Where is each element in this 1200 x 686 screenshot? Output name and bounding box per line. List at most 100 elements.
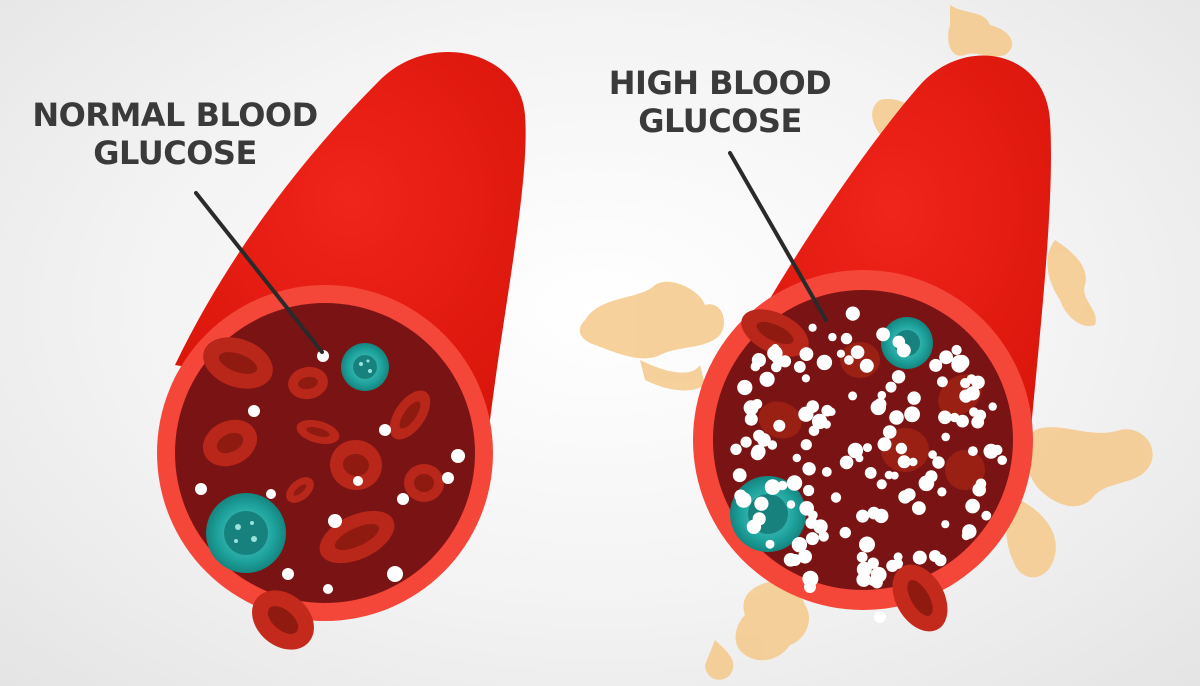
glucose-particle [904,410,915,420]
glucose-particle [962,524,977,539]
red-blood-cell [296,419,340,445]
glucose-particle [777,480,788,491]
glucose-particle [387,566,403,582]
glucose-particle [877,437,892,452]
glucose-particle [282,568,294,580]
glucose-particle [895,442,908,455]
glucose-particle [848,391,858,401]
glucose-particle [442,472,454,484]
glucose-particle [808,510,818,520]
glucose-particle [248,405,260,417]
glucose-particle [885,381,897,393]
glucose-particle [791,537,808,553]
high-label-line2: GLUCOSE [638,102,802,140]
glucose-particle [870,399,886,416]
high-blood-glucose-label: HIGH BLOOD GLUCOSE [600,64,840,140]
glucose-particle [195,483,207,495]
glucose-particle [818,531,829,542]
red-blood-cell [389,390,431,440]
white-blood-cell [206,493,286,573]
glucose-particle [951,344,962,356]
glucose-particle [752,398,763,410]
glucose-particle [844,355,854,365]
normal-label-line1: NORMAL BLOOD [32,96,318,134]
glucose-particle [734,489,747,503]
glucose-particle [971,415,985,429]
glucose-particle [740,436,752,448]
glucose-particle [969,407,979,417]
glucose-particle [876,327,890,342]
glucose-particle [867,557,879,569]
glucose-particle [956,414,969,428]
glucose-particle [864,467,877,479]
glucose-particle [798,549,812,564]
glucose-particle [744,412,758,426]
high-glucose-particles [730,306,1007,623]
glucose-particle [753,429,766,442]
glucose-particle [937,487,947,497]
red-blood-cell [404,464,444,502]
glucose-particle [805,516,818,529]
glucose-particle [863,443,872,453]
glucose-particle [981,510,992,521]
normal-blood-glucose-label: NORMAL BLOOD GLUCOSE [30,96,320,172]
high-vessel [579,5,1153,680]
glucose-particle [379,424,391,436]
glucose-particle [732,468,747,483]
glucose-particle [874,508,889,524]
glucose-particle [877,390,887,400]
glucose-particle [353,476,363,486]
glucose-particle [928,450,937,459]
glucose-particle [884,470,894,480]
glucose-particle [941,520,950,529]
glucose-particle [859,536,875,553]
plasma-leak-splash [948,5,1013,57]
glucose-particle [929,550,941,562]
glucose-particle [912,501,926,515]
glucose-particle [856,509,870,523]
glucose-particle [997,455,1007,466]
red-blood-cell [288,366,328,400]
glucose-particle [937,376,948,388]
glucose-particle [938,410,952,425]
normal-label-line2: GLUCOSE [93,134,257,172]
glucose-particle [802,462,816,476]
glucose-particle [876,479,887,490]
glucose-particle [891,370,906,384]
glucose-particle [266,489,276,499]
red-blood-cell [203,337,273,389]
glucose-particle [799,347,814,361]
glucose-particle [792,453,801,463]
glucose-particle [759,371,775,387]
red-blood-cell [945,450,985,490]
glucose-particle [816,354,833,371]
high-label-line1: HIGH BLOOD [608,64,832,102]
glucose-particle [830,492,842,503]
plasma-leak-splash [579,281,725,359]
glucose-particle [800,439,812,451]
glucose-particle [855,454,864,463]
glucose-particle [896,343,911,358]
plasma-leak-splash [1025,427,1153,507]
glucose-particle [907,391,921,405]
glucose-particle [932,456,945,469]
glucose-particle [786,475,803,491]
plasma-leak-splash [705,640,734,680]
glucose-particle [845,306,860,321]
glucose-particle [908,457,918,467]
glucose-particle [730,443,742,455]
glucose-particle [965,498,980,514]
glucose-particle [805,532,819,546]
glucose-particle [975,478,987,490]
glucose-particle [323,584,333,594]
glucose-particle [988,402,997,411]
glucose-particle [828,332,837,342]
normal-white-cells [206,343,389,573]
glucose-particle [839,526,851,539]
glucose-particle [874,611,886,623]
glucose-particle [918,475,935,492]
glucose-particle [808,323,817,332]
normal-vessel [157,51,526,650]
glucose-particle [870,566,887,583]
